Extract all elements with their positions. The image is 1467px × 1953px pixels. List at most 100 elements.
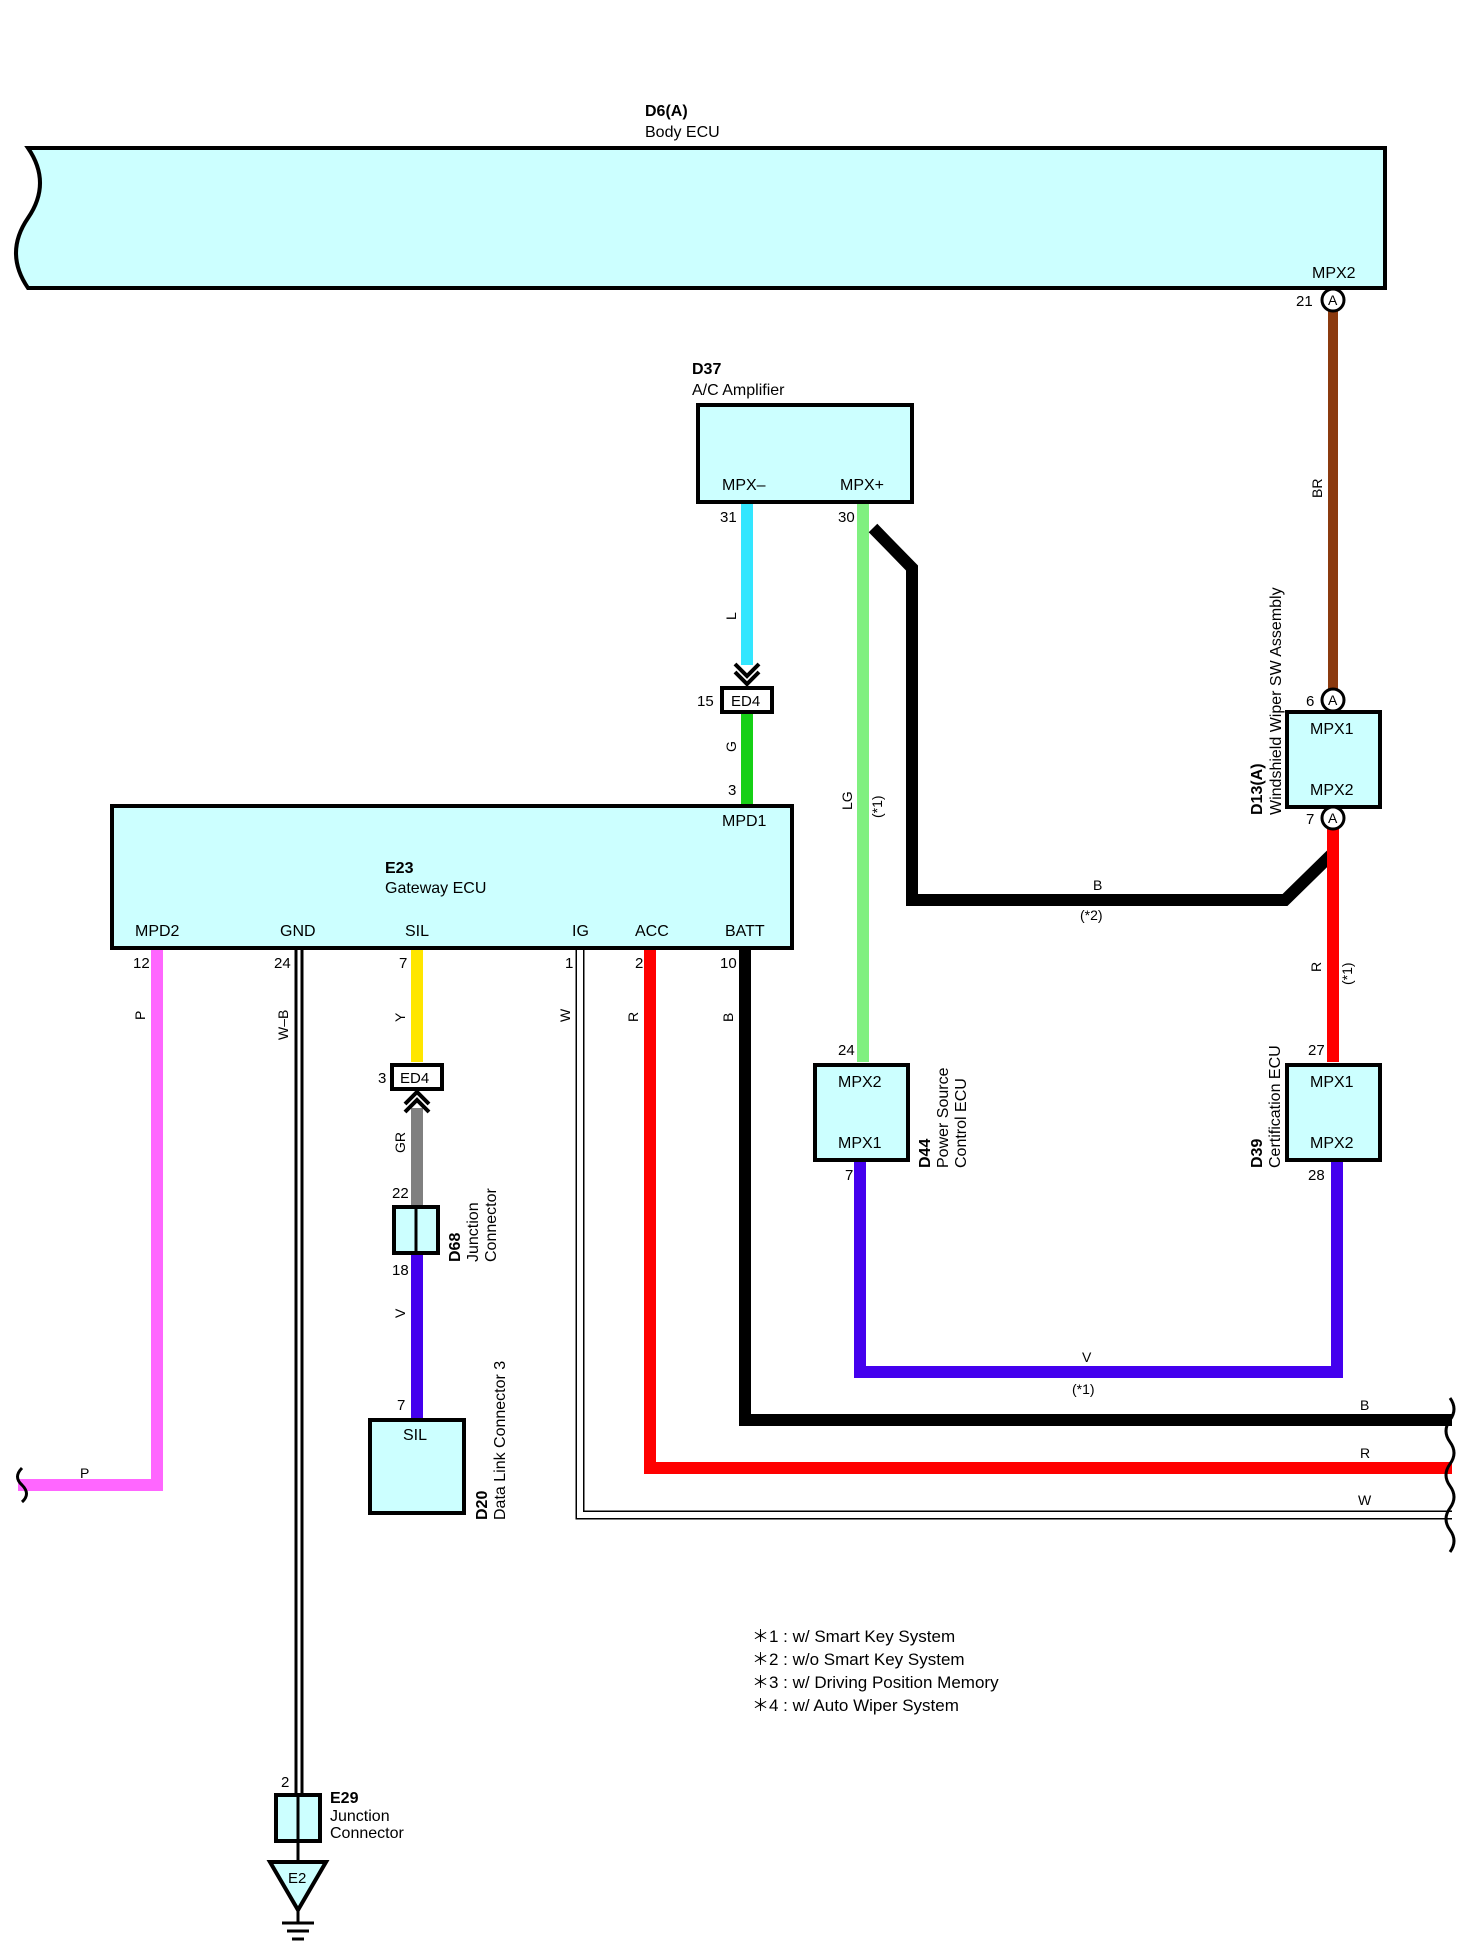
- ac-amp-pin-mpx-plus: MPX+: [840, 477, 884, 494]
- ac-amp-box: [696, 403, 914, 504]
- ac-amp-pin-mpx-minus: MPX–: [722, 477, 766, 494]
- gateway-pinnum-3: 3: [728, 782, 736, 799]
- svg-text:A: A: [1328, 810, 1338, 826]
- gateway-pin-ig: IG: [572, 923, 589, 940]
- ed4-upper-connector: ED4 15: [697, 662, 774, 714]
- svg-text:ED4: ED4: [400, 1070, 429, 1087]
- gateway-pin-batt: BATT: [725, 923, 765, 940]
- gateway-pinnum-2: 2: [635, 955, 643, 972]
- ground-symbol: [266, 1841, 330, 1941]
- e29-code: E29: [330, 1790, 359, 1807]
- power-source-code: D44: [917, 1139, 934, 1168]
- label-w-out: W: [1358, 1492, 1372, 1508]
- gateway-pin-sil: SIL: [405, 923, 429, 940]
- svg-text:15: 15: [697, 693, 714, 710]
- label-y: Y: [392, 1012, 408, 1022]
- dlc3-code: D20: [474, 1491, 491, 1520]
- cert-ecu-code: D39: [1249, 1139, 1266, 1168]
- power-source-pinnum-24: 24: [838, 1042, 855, 1059]
- wire-p: [18, 950, 163, 1491]
- svg-text:A: A: [1328, 292, 1338, 308]
- ac-amp-pinnum-31: 31: [720, 509, 737, 526]
- label-b-out: B: [1360, 1397, 1369, 1413]
- power-source-pin-mpx2: MPX2: [838, 1074, 882, 1091]
- body-ecu-pin-mpx2: MPX2: [1312, 265, 1356, 282]
- ac-amp-code: D37: [692, 361, 721, 378]
- label-p-horiz: P: [80, 1465, 89, 1481]
- wire-b-mid: [868, 523, 1339, 906]
- dlc3-box: [368, 1418, 466, 1515]
- note-4: ＊4 : w/ Auto Wiper System: [752, 1696, 959, 1715]
- label-br: BR: [1309, 479, 1325, 498]
- cert-ecu-name: Certification ECU: [1267, 1045, 1284, 1168]
- label-wb: W–B: [275, 1010, 291, 1040]
- label-b-mid-note: (*2): [1080, 907, 1103, 923]
- svg-text:A: A: [1328, 692, 1338, 708]
- gateway-pinnum-24: 24: [274, 955, 291, 972]
- wiper-sw-pinnum-6: 6: [1306, 693, 1314, 710]
- cert-ecu-pinnum-28: 28: [1308, 1167, 1325, 1184]
- label-v-bottom: V: [1082, 1349, 1092, 1365]
- d68-pinnum-22: 22: [392, 1185, 409, 1202]
- gateway-pinnum-12: 12: [133, 955, 150, 972]
- ed4-lower-connector: ED4 3: [378, 1063, 444, 1114]
- power-source-pin-mpx1: MPX1: [838, 1135, 882, 1152]
- right-break-marks: [1444, 1397, 1456, 1553]
- gateway-pin-acc: ACC: [635, 923, 669, 940]
- cert-ecu-pin-mpx1: MPX1: [1310, 1074, 1354, 1091]
- wiper-sw-pin-mpx2: MPX2: [1310, 782, 1354, 799]
- ac-amp-pinnum-30: 30: [838, 509, 855, 526]
- wire-w-inner: [577, 950, 1452, 1518]
- label-lg: LG: [839, 791, 855, 810]
- gateway-pinnum-1: 1: [565, 955, 573, 972]
- connector-a-marker-6: A: [1320, 687, 1346, 713]
- power-source-name-2: Control ECU: [953, 1078, 970, 1168]
- d68-pinnum-18: 18: [392, 1262, 409, 1279]
- connector-a-marker-7: A: [1320, 805, 1346, 831]
- d68-name-2: Connector: [483, 1188, 500, 1262]
- note-1: ＊1 : w/ Smart Key System: [752, 1627, 955, 1646]
- svg-text:3: 3: [378, 1070, 386, 1087]
- wiper-sw-pin-mpx1: MPX1: [1310, 721, 1354, 738]
- cert-ecu-pinnum-27: 27: [1308, 1042, 1325, 1059]
- dlc3-pinnum-7: 7: [397, 1397, 405, 1414]
- wire-r-bottom: [644, 950, 1452, 1474]
- gateway-ecu-name: Gateway ECU: [385, 880, 486, 897]
- label-r-right: R: [1308, 962, 1324, 972]
- label-g: G: [723, 741, 739, 752]
- gateway-pin-mpd1: MPD1: [722, 813, 767, 830]
- body-ecu-name: Body ECU: [645, 124, 720, 141]
- wiper-sw-pinnum-7: 7: [1306, 811, 1314, 828]
- label-l: L: [723, 612, 739, 620]
- gateway-pin-gnd: GND: [280, 923, 316, 940]
- gateway-pin-mpd2: MPD2: [135, 923, 180, 940]
- power-source-box: [813, 1063, 910, 1162]
- note-2: ＊2 : w/o Smart Key System: [752, 1650, 965, 1669]
- power-source-pinnum-7: 7: [845, 1167, 853, 1184]
- e29-pinnum-2: 2: [281, 1774, 289, 1791]
- cert-ecu-box: [1285, 1063, 1382, 1162]
- connector-a-marker-21: A: [1320, 287, 1346, 313]
- label-b-vert: B: [720, 1013, 736, 1022]
- label-r-vert: R: [625, 1012, 641, 1022]
- dlc3-name: Data Link Connector 3: [492, 1361, 509, 1520]
- e29-name-2: Connector: [330, 1825, 404, 1842]
- body-ecu-pinnum-21: 21: [1296, 293, 1313, 310]
- gateway-pinnum-7: 7: [399, 955, 407, 972]
- wiper-sw-code: D13(A): [1249, 763, 1266, 815]
- wire-w-outer: [575, 950, 1452, 1520]
- left-break-mark: [16, 1466, 28, 1504]
- e29-name-1: Junction: [330, 1808, 390, 1825]
- d68-code: D68: [447, 1233, 464, 1262]
- dlc3-pin-sil: SIL: [403, 1427, 427, 1444]
- label-b-mid: B: [1093, 877, 1102, 893]
- body-ecu-box: [14, 146, 1387, 290]
- gateway-pinnum-10: 10: [720, 955, 737, 972]
- label-v-bottom-note: (*1): [1072, 1381, 1095, 1397]
- cert-ecu-pin-mpx2: MPX2: [1310, 1135, 1354, 1152]
- label-lg-note: (*1): [869, 795, 885, 818]
- label-r-out: R: [1360, 1445, 1370, 1461]
- note-3: ＊3 : w/ Driving Position Memory: [752, 1673, 999, 1692]
- junction-d68: [392, 1205, 440, 1255]
